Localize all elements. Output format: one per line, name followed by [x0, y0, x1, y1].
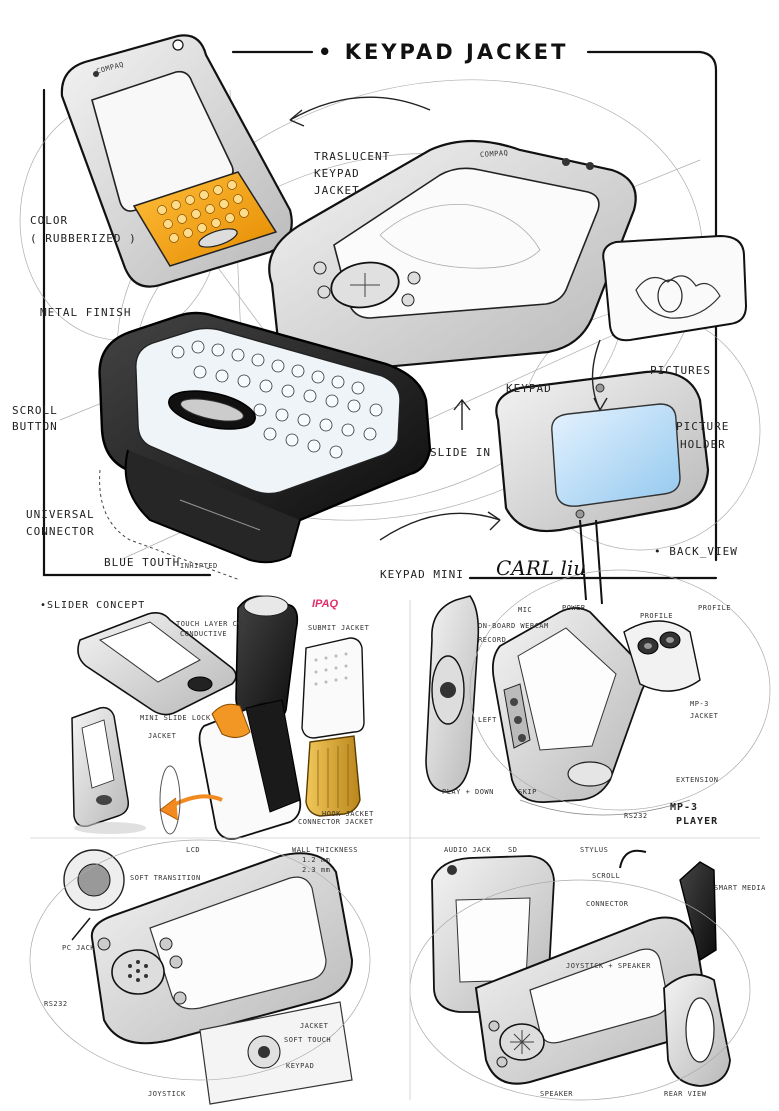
mp3-note-1: MIC — [518, 606, 533, 614]
slider-note-7: CONNECTOR JACKET — [298, 818, 374, 826]
label-keypad: KEYPAD — [506, 382, 552, 395]
pictures-card — [602, 234, 748, 342]
mp3-note-9: LEFT — [478, 716, 497, 724]
mp3-note-11: SKIP — [518, 788, 537, 796]
label-universal-2: CONNECTOR — [26, 525, 95, 538]
bl-note-3: WALL THICKNESS — [292, 846, 359, 854]
label-slide-in: SLIDE IN — [430, 446, 491, 459]
artist-signature: CARL liu — [496, 556, 587, 580]
label-back-view: • BACK_VIEW — [654, 545, 738, 558]
br-note-6: JOYSTICK + SPEAKER — [566, 962, 651, 970]
label-translucent-2: KEYPAD — [314, 167, 360, 180]
br-note-8: REAR VIEW — [664, 1090, 707, 1098]
mp3-note-3: ON-BOARD WEBCAM — [478, 622, 549, 630]
mp3-note-13: RS232 — [624, 812, 648, 820]
label-picture-holder-2: HOLDER — [680, 438, 726, 451]
slider-brand-tag: IPAQ — [312, 598, 339, 610]
label-scroll-1: SCROLL — [12, 404, 58, 417]
label-color-2: ( RUBBERIZED ) — [30, 232, 137, 245]
label-scroll-2: BUTTON — [12, 420, 58, 433]
bl-note-11: JOYSTICK — [148, 1090, 186, 1098]
mp3-concept-drawings — [425, 569, 771, 816]
mp3-note-2: POWER — [562, 604, 586, 612]
picture-holder — [495, 370, 710, 533]
label-keypad-mini: KEYPAD MINI — [380, 568, 464, 581]
label-inhibited: INHIPTED — [180, 562, 218, 570]
bottom-left-drawings — [29, 839, 371, 1105]
slider-note-1: TOUCH LAYER CO- — [176, 620, 247, 628]
signature-stroke — [579, 519, 603, 605]
mp3-note-12: EXTENSION — [676, 776, 719, 784]
mp3-note-6: PROFILE — [698, 604, 732, 612]
slider-note-3: SUBMIT JACKET — [308, 624, 370, 632]
br-note-2: SD — [508, 846, 518, 854]
label-color-1: COLOR — [30, 214, 69, 227]
mp3-note-10: PLAY + DOWN — [442, 788, 494, 796]
sheet-title: • KEYPAD JACKET — [318, 40, 569, 64]
mp3-title-2: PLAYER — [676, 816, 719, 827]
slider-note-4: MINI SLIDE LOCK — [140, 714, 211, 722]
label-translucent-1: TRASLUCENT — [314, 150, 391, 163]
label-translucent-3: JACKET — [314, 184, 360, 197]
pda-orange-keypad — [60, 34, 293, 288]
bl-note-10: KEYPAD — [286, 1062, 315, 1070]
bl-note-1: LCD — [186, 846, 201, 854]
label-picture-holder-1: PICTURE — [676, 420, 730, 433]
bl-note-9: SOFT TOUCH — [284, 1036, 332, 1044]
mp3-title-1: MP-3 — [670, 802, 699, 813]
bottom-right-drawings — [409, 849, 751, 1101]
mp3-note-5: PROFILE — [640, 612, 674, 620]
bl-note-5: 2.3 mm — [302, 866, 331, 874]
mp3-note-8: JACKET — [690, 712, 719, 720]
keypad-jacket-black — [98, 311, 432, 581]
slider-note-2: CONDUCTIVE — [180, 630, 228, 638]
bl-note-2: SOFT TRANSITION — [130, 874, 201, 882]
label-pictures: PICTURES — [650, 364, 711, 377]
label-metal-finish: METAL FINISH — [40, 306, 132, 319]
br-note-4: SCROLL — [592, 872, 621, 880]
br-note-5: CONNECTOR — [586, 900, 629, 908]
label-blue-tooth: BLUE TOUTH — [104, 556, 181, 569]
arrows — [289, 96, 608, 541]
slider-note-5: JACKET — [148, 732, 177, 740]
br-note-1: AUDIO JACK — [444, 846, 492, 854]
section-dividers — [30, 600, 760, 1100]
label-universal-1: UNIVERSAL — [26, 508, 95, 521]
bl-note-8: JACKET — [300, 1022, 329, 1030]
br-note-7: SMART MEDIA — [714, 884, 766, 892]
bl-note-7: RS232 — [44, 1000, 68, 1008]
br-note-3: STYLUS — [580, 846, 609, 854]
slider-concept-drawings — [71, 595, 365, 840]
mp3-note-7: MP-3 — [690, 700, 709, 708]
slider-note-6: HOOK JACKET — [322, 810, 374, 818]
bl-note-4: 1.2 mm — [302, 856, 331, 864]
pda-center — [268, 139, 637, 374]
br-note-9: SPEAKER — [540, 1090, 574, 1098]
bl-note-6: PC JACK — [62, 944, 96, 952]
mp3-note-4: RECORD — [478, 636, 507, 644]
slider-concept-title: •SLIDER CONCEPT — [40, 600, 146, 611]
